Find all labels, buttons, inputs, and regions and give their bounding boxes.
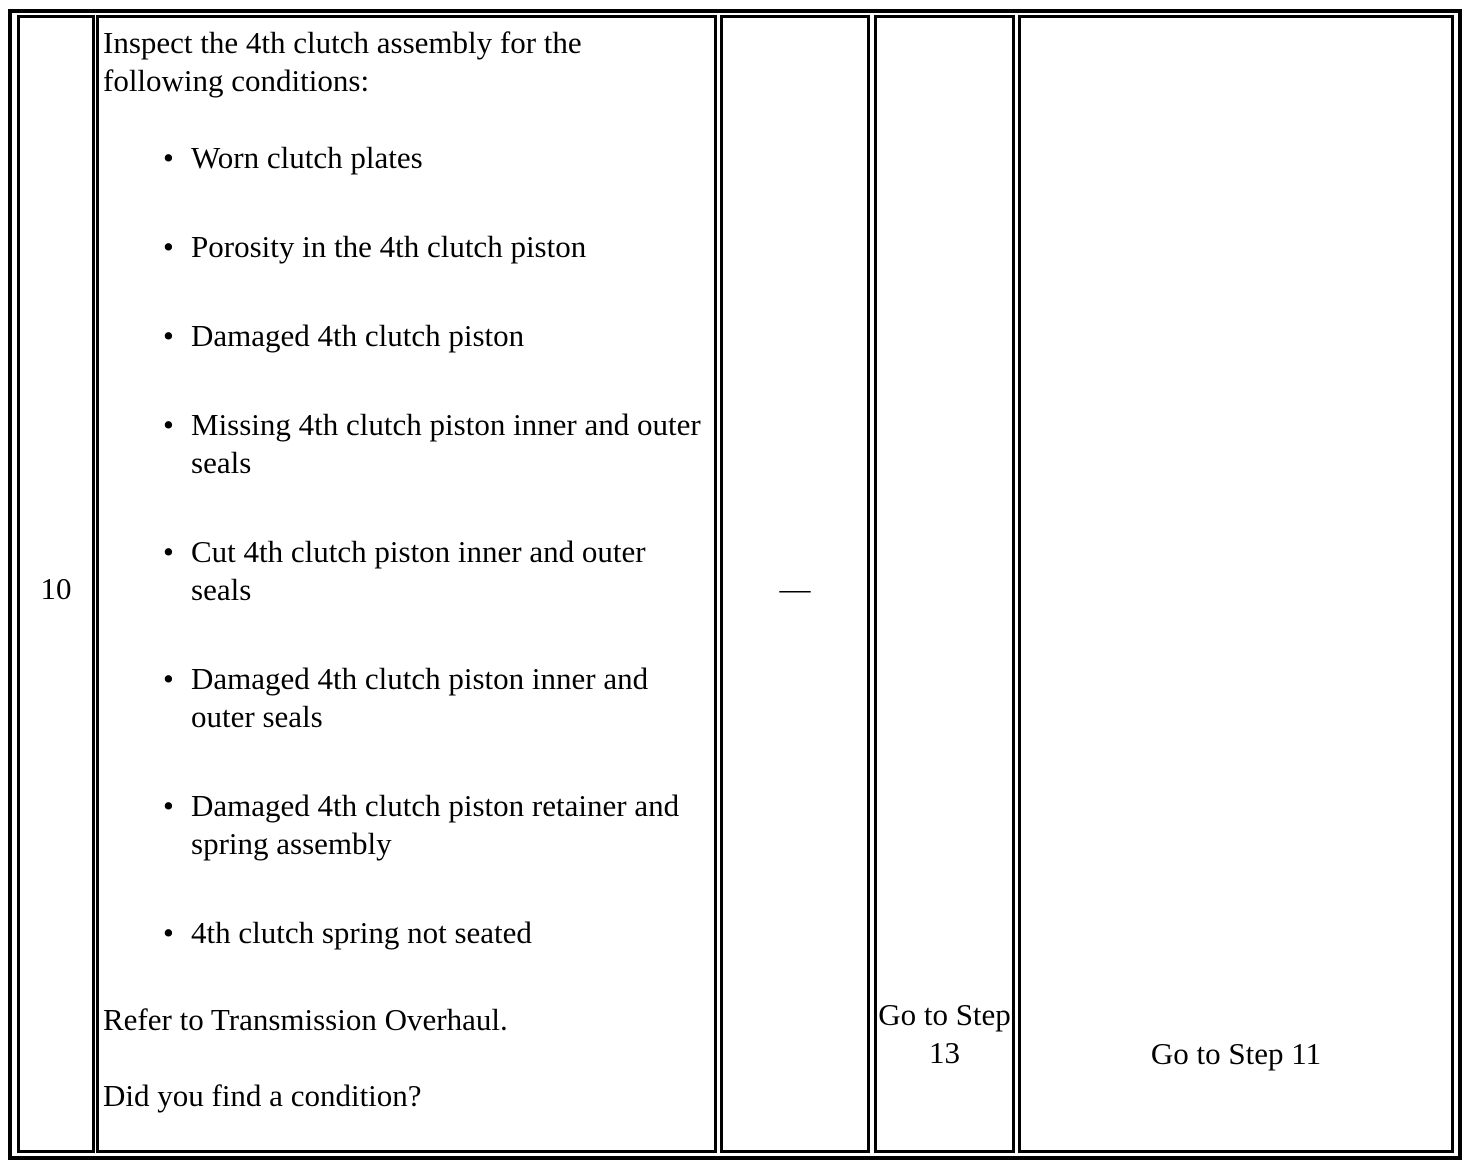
condition-text: Porosity in the 4th clutch piston [191,229,587,264]
bullet-icon: • [163,140,174,175]
condition-item: • Cut 4th clutch piston inner and outer … [103,533,706,609]
action-content: Inspect the 4th clutch assembly for the … [103,24,706,952]
condition-item: • Damaged 4th clutch piston [103,317,706,355]
condition-item: • 4th clutch spring not seated [103,914,706,952]
condition-text: Damaged 4th clutch piston [191,318,525,353]
action-cell: Inspect the 4th clutch assembly for the … [96,15,717,1153]
step-number: 10 [40,571,72,606]
condition-text: Damaged 4th clutch piston inner and oute… [191,661,649,734]
step-cell: 10 [17,15,95,1153]
bullet-icon: • [163,788,174,823]
yes-cell: Go to Step 13 [874,15,1015,1153]
bullet-icon: • [163,915,174,950]
condition-text: Missing 4th clutch piston inner and oute… [191,407,701,480]
bullet-icon: • [163,407,174,442]
value-cell: — [720,15,870,1153]
condition-text: Cut 4th clutch piston inner and outer se… [191,534,646,607]
bullet-icon: • [163,534,174,569]
condition-item: • Damaged 4th clutch piston retainer and… [103,787,706,863]
no-action: Go to Step 11 [1150,1036,1322,1071]
bullet-icon: • [163,318,174,353]
bullet-icon: • [163,661,174,696]
condition-item: • Worn clutch plates [103,139,706,177]
no-cell: Go to Step 11 [1018,15,1454,1153]
diagnostic-table [8,9,1462,1160]
question-text: Did you find a condition? [103,1078,422,1113]
condition-text: Worn clutch plates [191,140,423,175]
condition-list: • Worn clutch plates • Porosity in the 4… [103,139,706,952]
bullet-icon: • [163,229,174,264]
condition-text: Damaged 4th clutch piston retainer and s… [191,788,680,861]
condition-item: • Porosity in the 4th clutch piston [103,228,706,266]
condition-item: • Damaged 4th clutch piston inner and ou… [103,660,706,736]
value-text: — [779,571,811,606]
condition-item: • Missing 4th clutch piston inner and ou… [103,406,706,482]
yes-action: Go to Step 13 [878,997,1011,1070]
condition-text: 4th clutch spring not seated [191,915,532,950]
action-intro: Inspect the 4th clutch assembly for the … [103,25,582,98]
refer-text: Refer to Transmission Overhaul. [103,1002,508,1037]
